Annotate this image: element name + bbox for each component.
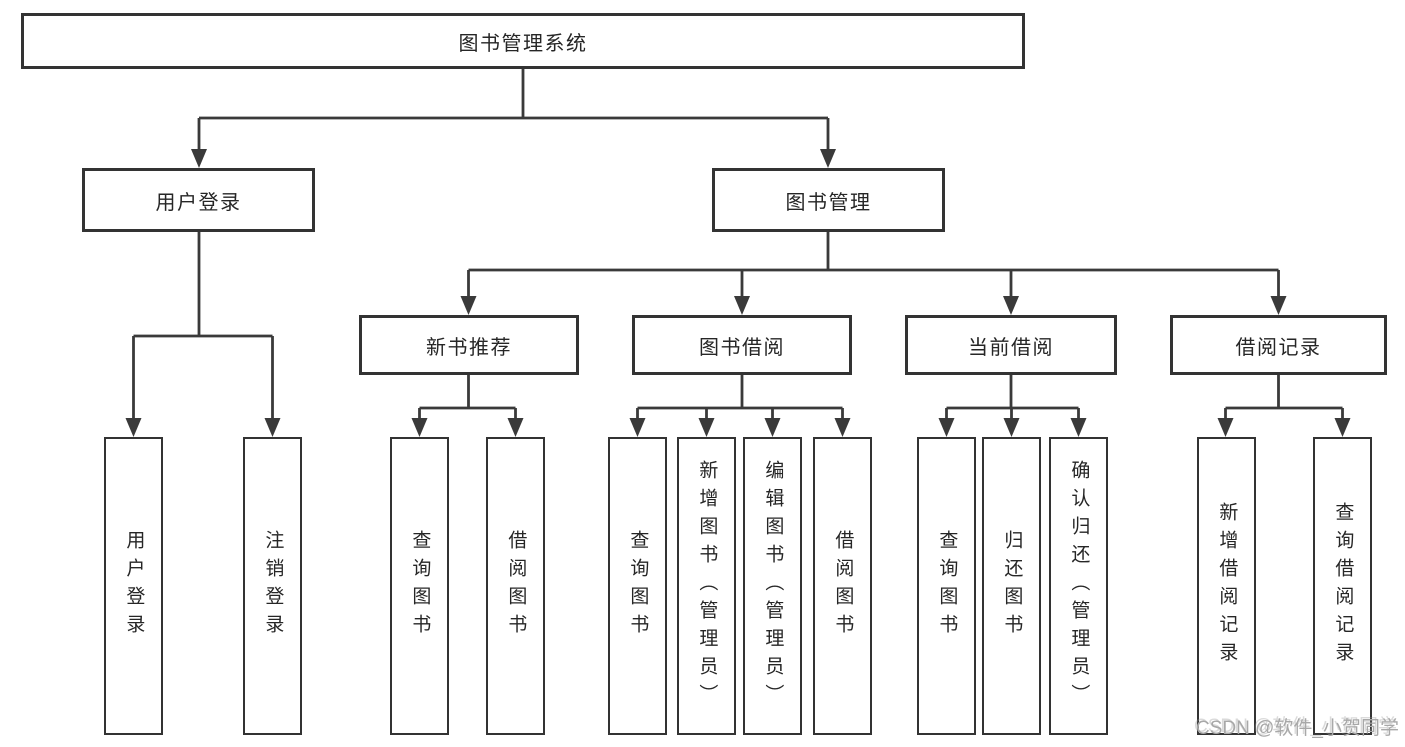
leaf-borrow-edit-books-admin-label: 编辑图书（管理员） bbox=[762, 460, 784, 712]
leaf-borrow-borrow-books: 借阅图书 bbox=[813, 437, 872, 735]
node-current-borrow: 当前借阅 bbox=[905, 315, 1117, 375]
leaf-records-query-record: 查询借阅记录 bbox=[1313, 437, 1372, 735]
node-borrow-records: 借阅记录 bbox=[1170, 315, 1387, 375]
node-book-management: 图书管理 bbox=[712, 168, 945, 232]
csdn-watermark: CSDN @软件_小贺同学 bbox=[1196, 718, 1399, 739]
node-root-label: 图书管理系统 bbox=[458, 32, 588, 55]
leaf-user-login-label: 用户登录 bbox=[123, 530, 145, 642]
node-user-login: 用户登录 bbox=[82, 168, 315, 232]
leaf-records-add-record: 新增借阅记录 bbox=[1197, 437, 1256, 735]
node-current-borrow-label: 当前借阅 bbox=[968, 336, 1054, 359]
node-book-borrow: 图书借阅 bbox=[632, 315, 852, 375]
leaf-borrow-add-books-admin: 新增图书（管理员） bbox=[677, 437, 736, 735]
node-new-book-recommend: 新书推荐 bbox=[359, 315, 579, 375]
leaf-records-add-record-label: 新增借阅记录 bbox=[1216, 502, 1238, 670]
leaf-recommend-query-books-label: 查询图书 bbox=[409, 530, 431, 642]
leaf-borrow-add-books-admin-label: 新增图书（管理员） bbox=[696, 460, 718, 712]
node-new-book-recommend-label: 新书推荐 bbox=[426, 336, 512, 359]
leaf-logout: 注销登录 bbox=[243, 437, 302, 735]
leaf-recommend-query-books: 查询图书 bbox=[390, 437, 449, 735]
leaf-current-confirm-return-admin-label: 确认归还（管理员） bbox=[1068, 460, 1090, 712]
leaf-borrow-borrow-books-label: 借阅图书 bbox=[832, 530, 854, 642]
leaf-current-confirm-return-admin: 确认归还（管理员） bbox=[1049, 437, 1108, 735]
node-book-borrow-label: 图书借阅 bbox=[699, 336, 785, 359]
node-borrow-records-label: 借阅记录 bbox=[1235, 336, 1322, 359]
leaf-records-query-record-label: 查询借阅记录 bbox=[1332, 502, 1354, 670]
leaf-user-login: 用户登录 bbox=[104, 437, 163, 735]
leaf-current-return-books-label: 归还图书 bbox=[1001, 530, 1023, 642]
leaf-logout-label: 注销登录 bbox=[262, 530, 284, 642]
leaf-borrow-edit-books-admin: 编辑图书（管理员） bbox=[743, 437, 802, 735]
leaf-current-return-books: 归还图书 bbox=[982, 437, 1041, 735]
leaf-recommend-borrow-books: 借阅图书 bbox=[486, 437, 545, 735]
node-book-management-label: 图书管理 bbox=[785, 191, 872, 214]
leaf-current-query-books-label: 查询图书 bbox=[936, 530, 958, 642]
leaf-recommend-borrow-books-label: 借阅图书 bbox=[505, 530, 527, 642]
leaf-borrow-query-books: 查询图书 bbox=[608, 437, 667, 735]
node-user-login-label: 用户登录 bbox=[155, 191, 242, 214]
node-root: 图书管理系统 bbox=[21, 13, 1025, 69]
leaf-borrow-query-books-label: 查询图书 bbox=[627, 530, 649, 642]
leaf-current-query-books: 查询图书 bbox=[917, 437, 976, 735]
